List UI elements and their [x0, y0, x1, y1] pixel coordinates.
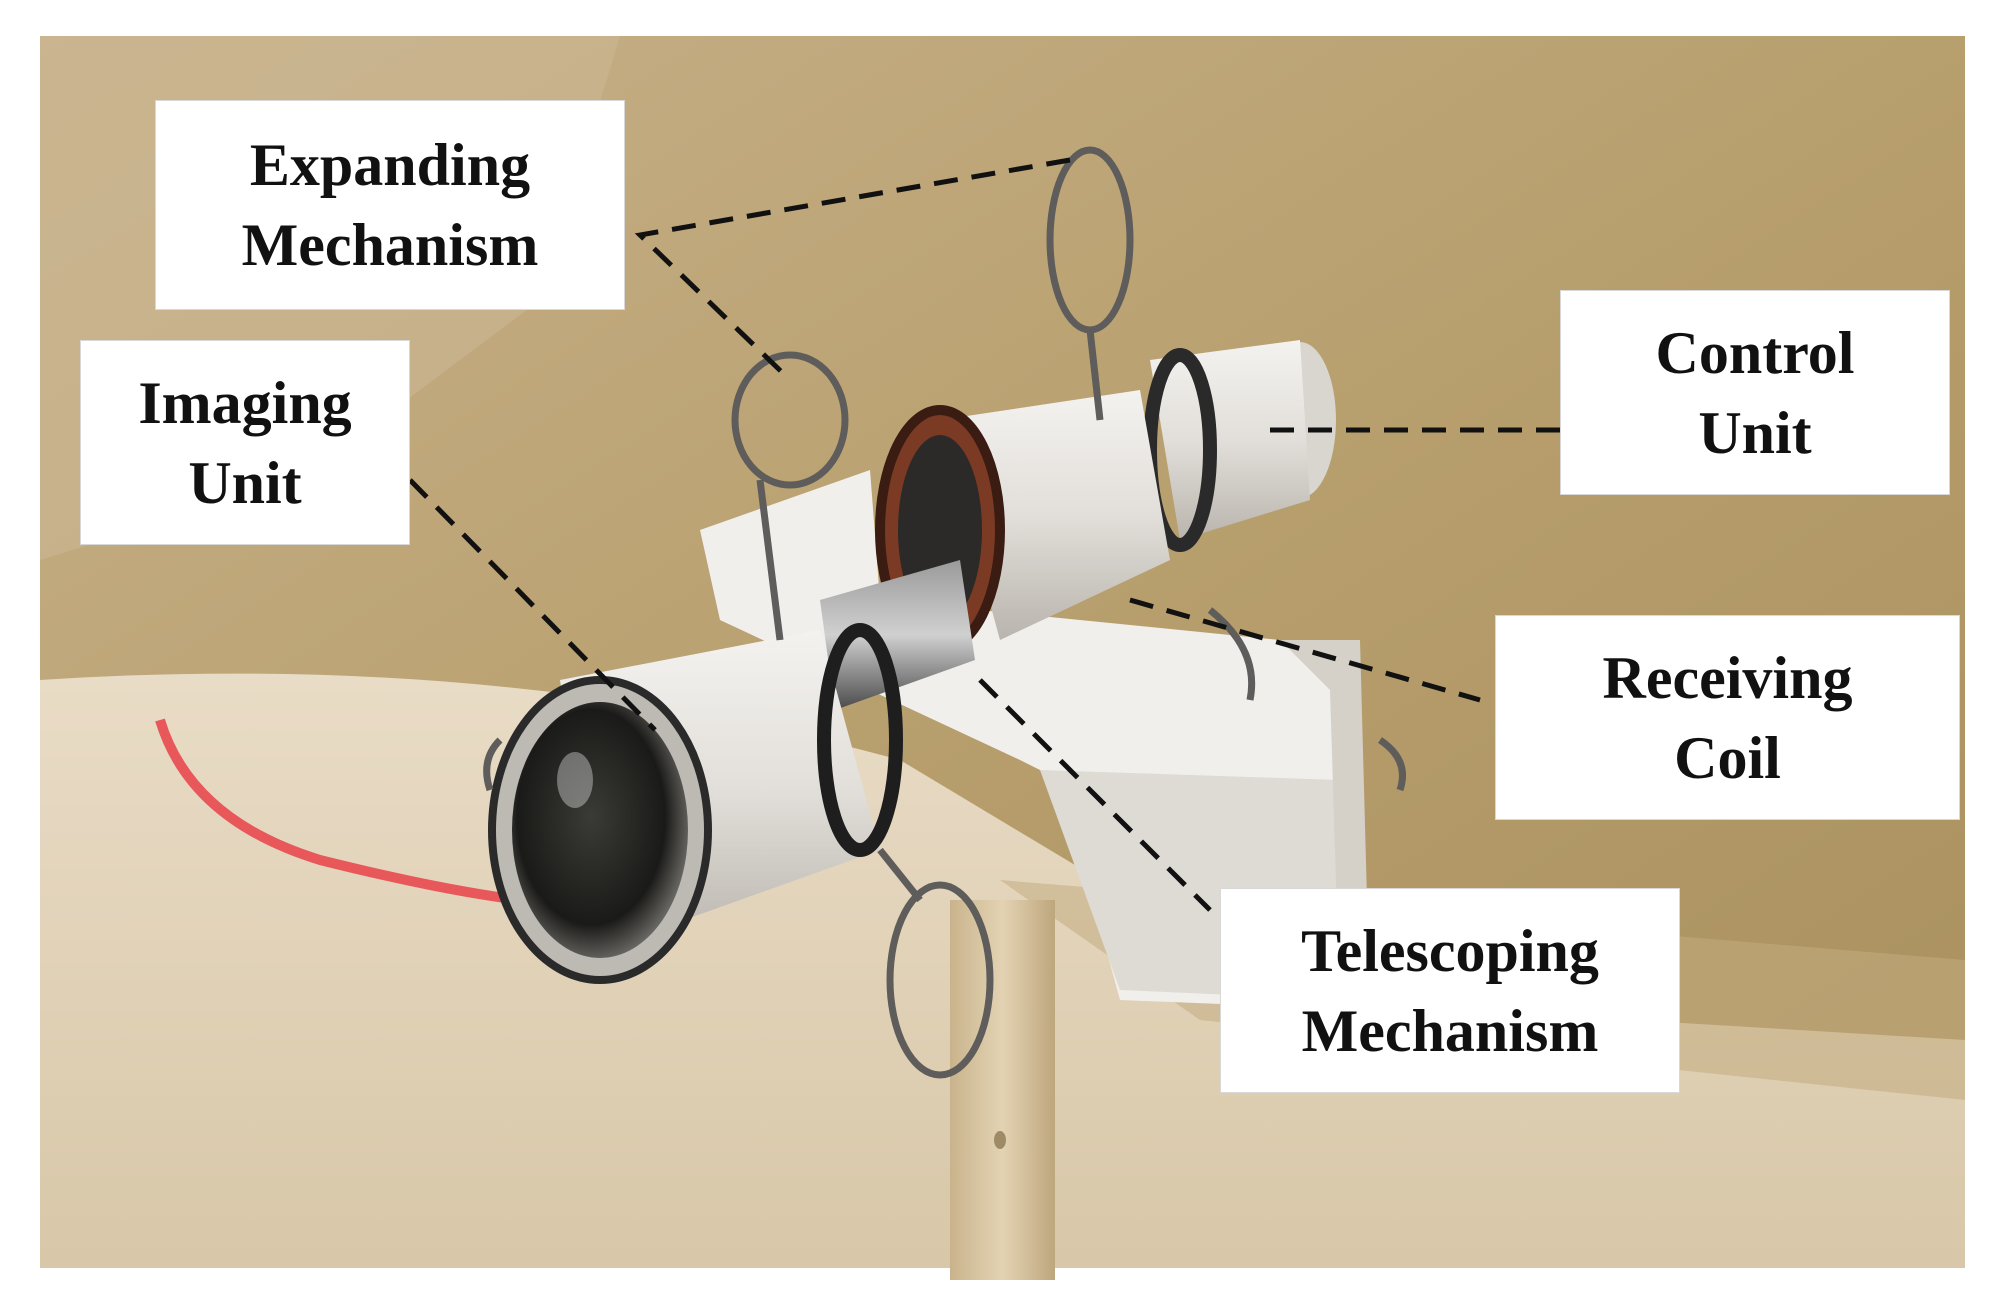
label-control-line2: Unit	[1698, 399, 1812, 466]
leader-telescoping	[978, 678, 1212, 912]
label-receiving-line1: Receiving	[1602, 644, 1853, 711]
leader-expanding	[634, 157, 1071, 382]
label-imaging-line2: Unit	[188, 449, 302, 516]
leader-imaging	[408, 478, 657, 732]
lens-highlight	[557, 752, 593, 808]
label-expanding-line1: Expanding	[249, 132, 531, 198]
label-imaging-unit: Imaging Unit	[80, 340, 410, 545]
red-wire	[155, 718, 521, 905]
stand-hole	[994, 1131, 1006, 1149]
label-receiving-line2: Coil	[1674, 724, 1781, 791]
label-expanding-mechanism: Expanding Mechanism	[155, 100, 625, 310]
hook-leg-center	[1086, 329, 1104, 421]
label-expanding-line2: Mechanism	[241, 212, 539, 278]
hook-rings	[483, 146, 1406, 1079]
label-imaging-line1: Imaging	[138, 369, 352, 436]
hook-ring-top-left	[731, 351, 849, 489]
wooden-stand	[950, 900, 1055, 1280]
hook-ring-bottom	[886, 881, 994, 1079]
hook-leg-right	[1207, 607, 1256, 701]
leader-lines	[408, 157, 1560, 912]
hook-leg-left	[756, 479, 784, 641]
label-control-unit: Control Unit	[1560, 290, 1950, 495]
hook-foot-left	[483, 737, 503, 792]
label-telescoping-line1: Telescoping	[1301, 917, 1599, 984]
label-telescoping-line2: Mechanism	[1301, 997, 1599, 1064]
telescoping-rod	[820, 560, 975, 710]
label-control-line1: Control	[1655, 319, 1855, 386]
hook-leg-bottom	[877, 847, 923, 903]
control-unit-body	[1150, 340, 1310, 540]
label-receiving-coil: Receiving Coil	[1495, 615, 1960, 820]
label-telescoping-mechanism: Telescoping Mechanism	[1220, 888, 1680, 1093]
imaging-unit-ring	[817, 623, 903, 857]
hook-foot-right	[1377, 737, 1406, 792]
leader-receiving	[1129, 597, 1481, 703]
imaging-lens	[512, 702, 688, 958]
